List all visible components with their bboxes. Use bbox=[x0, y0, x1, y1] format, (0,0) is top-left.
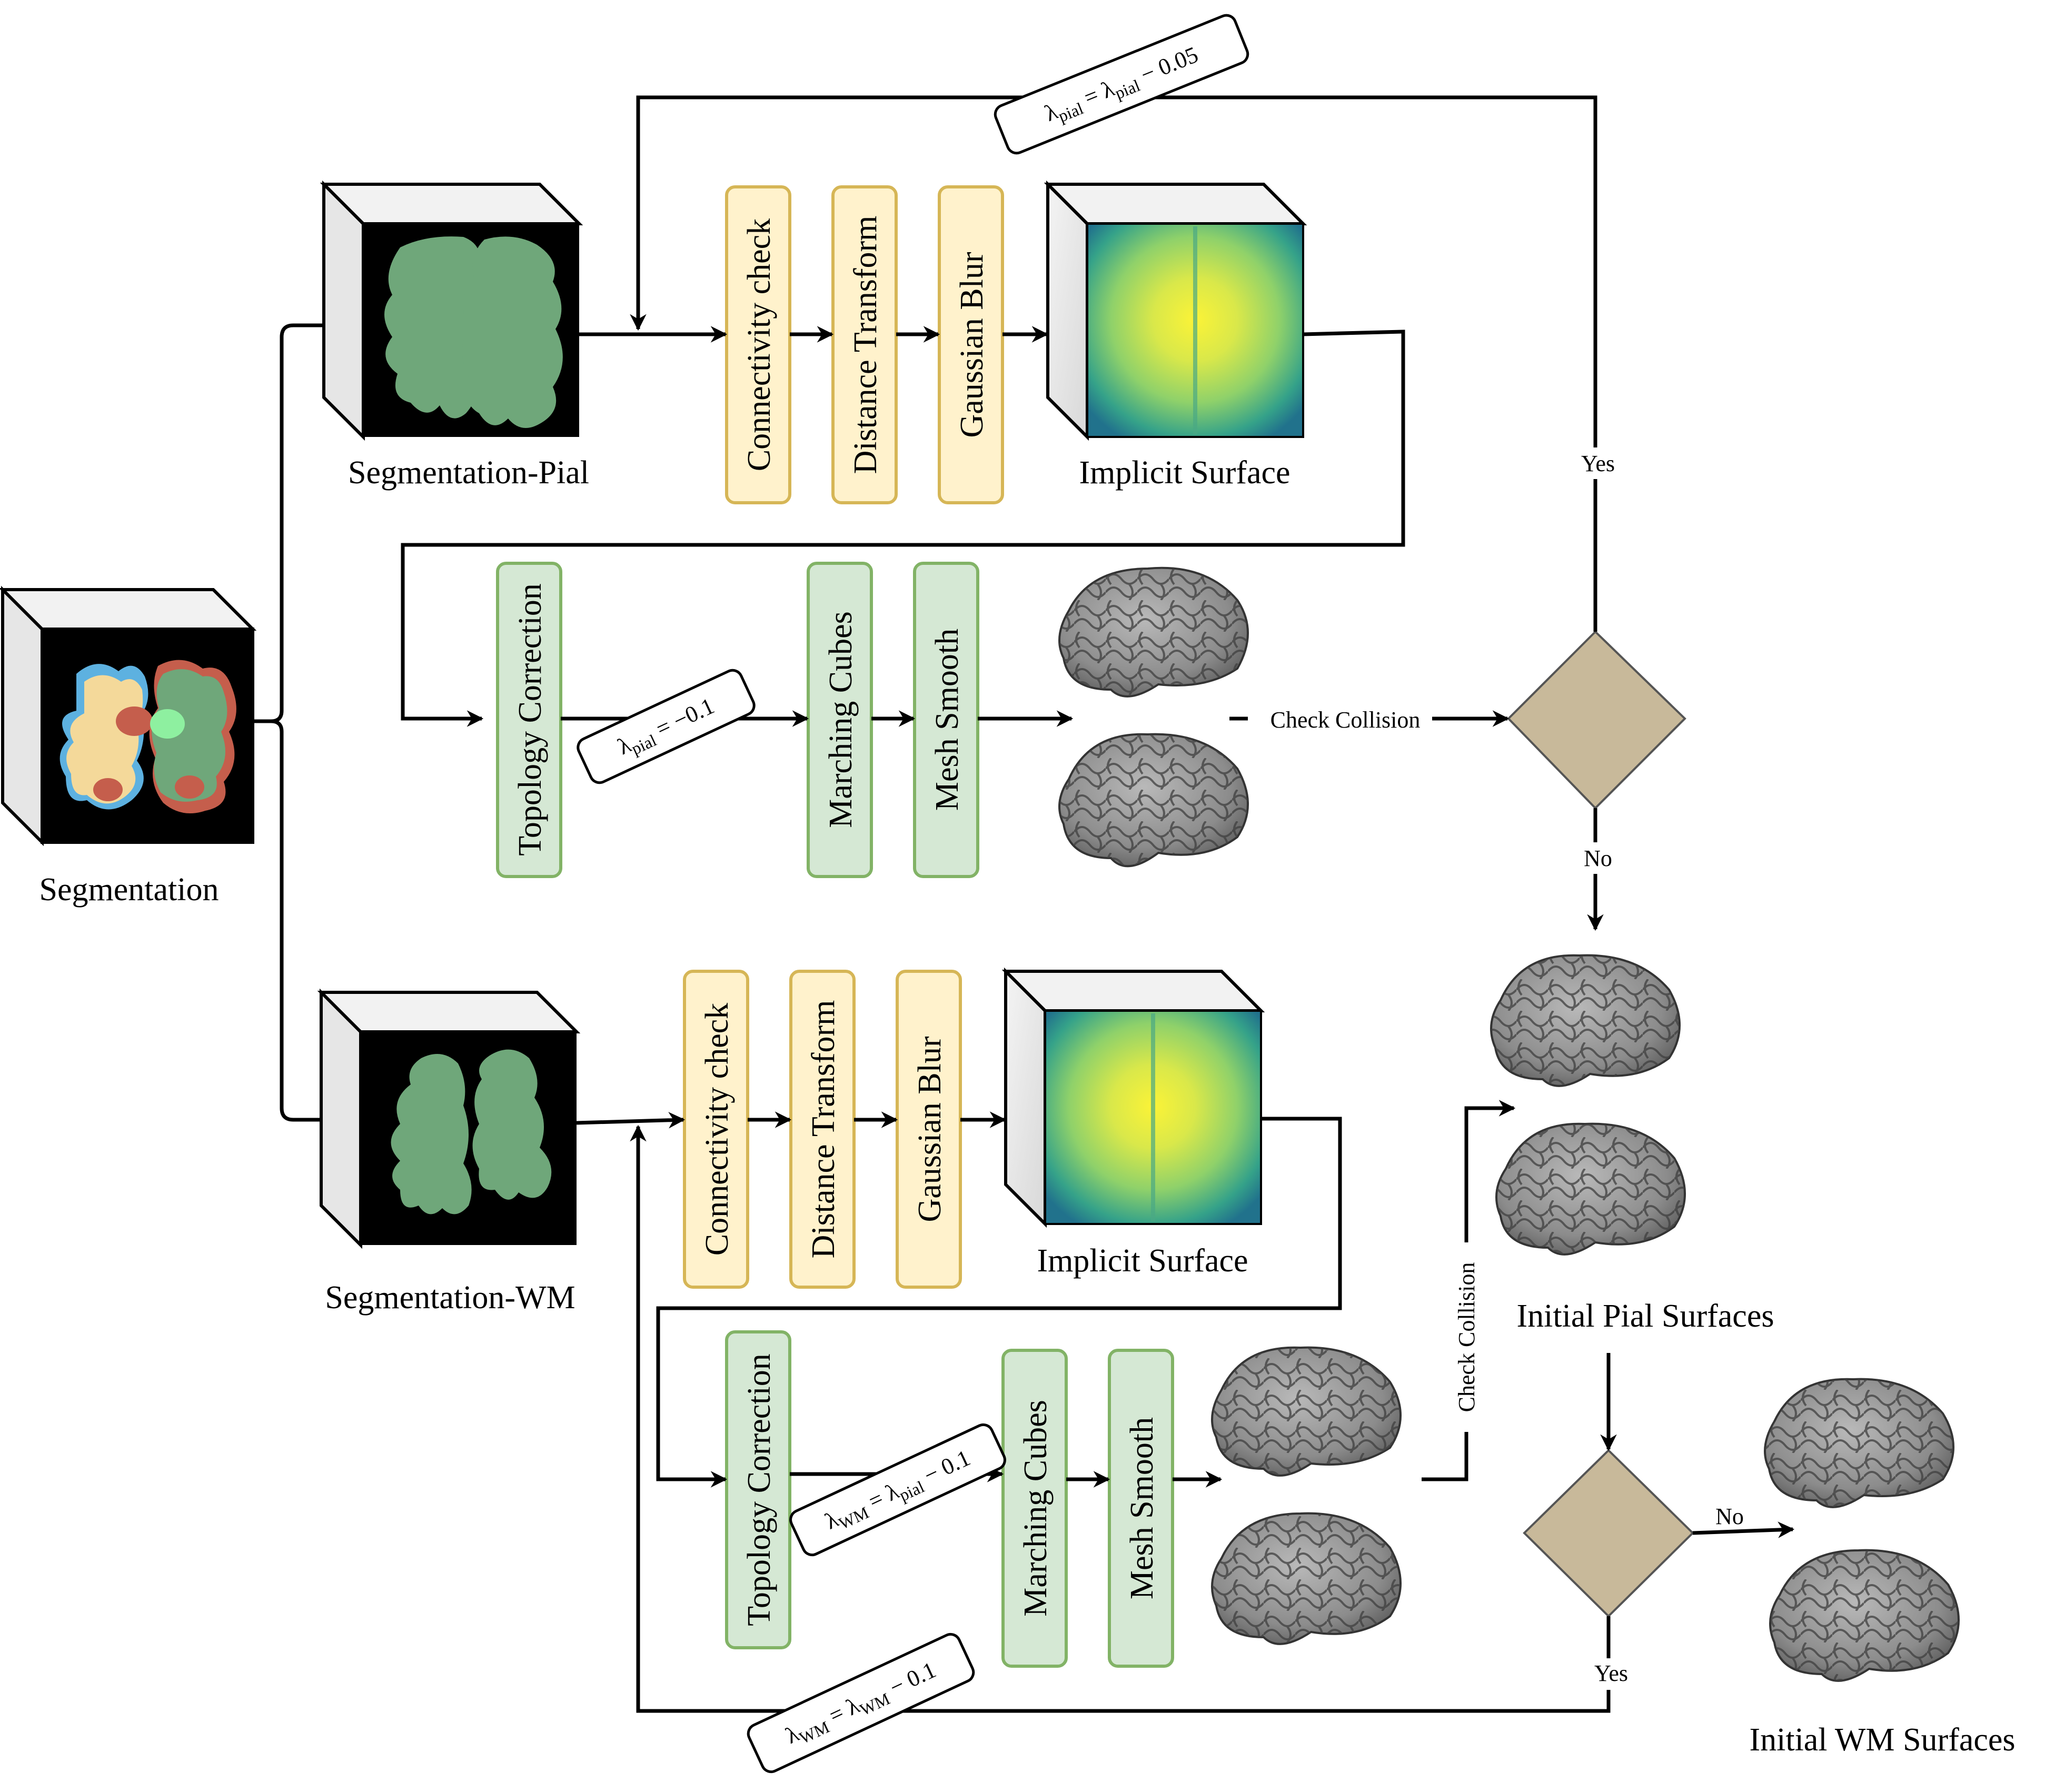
pial-implicit-cube bbox=[1044, 180, 1307, 441]
wm-marching-box: Marching Cubes bbox=[1001, 1349, 1068, 1668]
seg-pial-label: Segmentation-Pial bbox=[348, 455, 589, 491]
eq-pial-init: λpial = −0.1 bbox=[577, 669, 756, 784]
pial-connectivity-box: Connectivity check bbox=[725, 185, 791, 504]
eq-pial-update: λpial = λpial − 0.05 bbox=[994, 14, 1249, 155]
pial-marching-box: Marching Cubes bbox=[807, 562, 873, 878]
wm-no-label: No bbox=[1715, 1504, 1744, 1529]
check-collision-wm-bg bbox=[1451, 1242, 1482, 1432]
initial-pial-brains bbox=[1490, 954, 1686, 1256]
initial-pial-label: Initial Pial Surfaces bbox=[1517, 1298, 1774, 1334]
wm-connectivity-text: Connectivity check bbox=[699, 1003, 735, 1256]
arrow-implicit-to-topology bbox=[401, 330, 1405, 727]
wm-yes-label: Yes bbox=[1594, 1660, 1628, 1686]
wm-smooth-text: Mesh Smooth bbox=[1124, 1417, 1160, 1599]
wm-smooth-box: Mesh Smooth bbox=[1108, 1349, 1174, 1668]
wm-marching-text: Marching Cubes bbox=[1018, 1400, 1054, 1617]
pial-implicit-label: Implicit Surface bbox=[1079, 455, 1290, 491]
wm-collision-decision bbox=[1523, 1449, 1694, 1618]
wm-gaussian-text: Gaussian Blur bbox=[912, 1036, 948, 1222]
segmentation-cube bbox=[0, 585, 257, 847]
wm-no-arrow bbox=[1692, 1521, 1795, 1538]
wm-gaussian-box: Gaussian Blur bbox=[896, 970, 962, 1289]
pial-marching-text: Marching Cubes bbox=[823, 611, 859, 828]
wm-mesh-brains bbox=[1211, 1346, 1402, 1645]
wm-topology-text: Topology Correction bbox=[741, 1353, 777, 1626]
pial-gaussian-text: Gaussian Blur bbox=[954, 252, 990, 437]
pial-smooth-box: Mesh Smooth bbox=[913, 562, 979, 878]
pial-mesh-brains bbox=[1058, 566, 1249, 868]
segmentation-label: Segmentation bbox=[39, 872, 219, 908]
seg-pial-cube bbox=[320, 180, 583, 441]
pial-topology-text: Topology Correction bbox=[512, 583, 548, 855]
seg-wm-label: Segmentation-WM bbox=[325, 1280, 575, 1316]
seg-wm-cube bbox=[317, 988, 581, 1249]
wm-distance-text: Distance Transform bbox=[806, 1000, 841, 1259]
pial-connectivity-text: Connectivity check bbox=[741, 218, 777, 471]
eq-wm-init: λWM = λpial − 0.1 bbox=[789, 1423, 1006, 1557]
initial-wm-label: Initial WM Surfaces bbox=[1749, 1722, 2015, 1758]
wm-yes-bg bbox=[1587, 1658, 1632, 1690]
pial-gaussian-box: Gaussian Blur bbox=[938, 185, 1004, 504]
pial-yes-bg bbox=[1574, 447, 1619, 479]
initial-wm-brains bbox=[1764, 1378, 1960, 1682]
check-collision-pial: Check Collision bbox=[1270, 707, 1421, 733]
wm-implicit-label: Implicit Surface bbox=[1037, 1243, 1248, 1279]
pial-yes-label: Yes bbox=[1581, 451, 1615, 476]
check-collision-wm: Check Collision bbox=[1454, 1262, 1480, 1412]
eq-wm-update: λWM = λWM − 0.1 bbox=[747, 1632, 975, 1774]
pial-topology-box: Topology Correction bbox=[496, 562, 562, 878]
pial-no-bg bbox=[1577, 842, 1616, 874]
arrow-wm-implicit-to-topology bbox=[656, 1117, 1342, 1488]
wm-implicit-cube bbox=[1001, 967, 1265, 1228]
branch-to-wm bbox=[253, 719, 321, 1122]
pial-no-label: No bbox=[1584, 845, 1612, 871]
branch-to-pial bbox=[253, 323, 324, 723]
svg-text:λpial = −0.1: λpial = −0.1 bbox=[614, 693, 720, 763]
pial-collision-decision bbox=[1507, 630, 1686, 810]
arrow-wm-to-connectivity bbox=[576, 1112, 686, 1129]
pial-distance-box: Distance Transform bbox=[831, 185, 898, 504]
wm-connectivity-box: Connectivity check bbox=[683, 970, 749, 1289]
wm-topology-box: Topology Correction bbox=[725, 1330, 791, 1649]
wm-distance-box: Distance Transform bbox=[789, 970, 856, 1289]
pial-smooth-text: Mesh Smooth bbox=[929, 629, 965, 811]
pial-distance-text: Distance Transform bbox=[848, 216, 883, 474]
check-collision-bg bbox=[1248, 705, 1432, 734]
